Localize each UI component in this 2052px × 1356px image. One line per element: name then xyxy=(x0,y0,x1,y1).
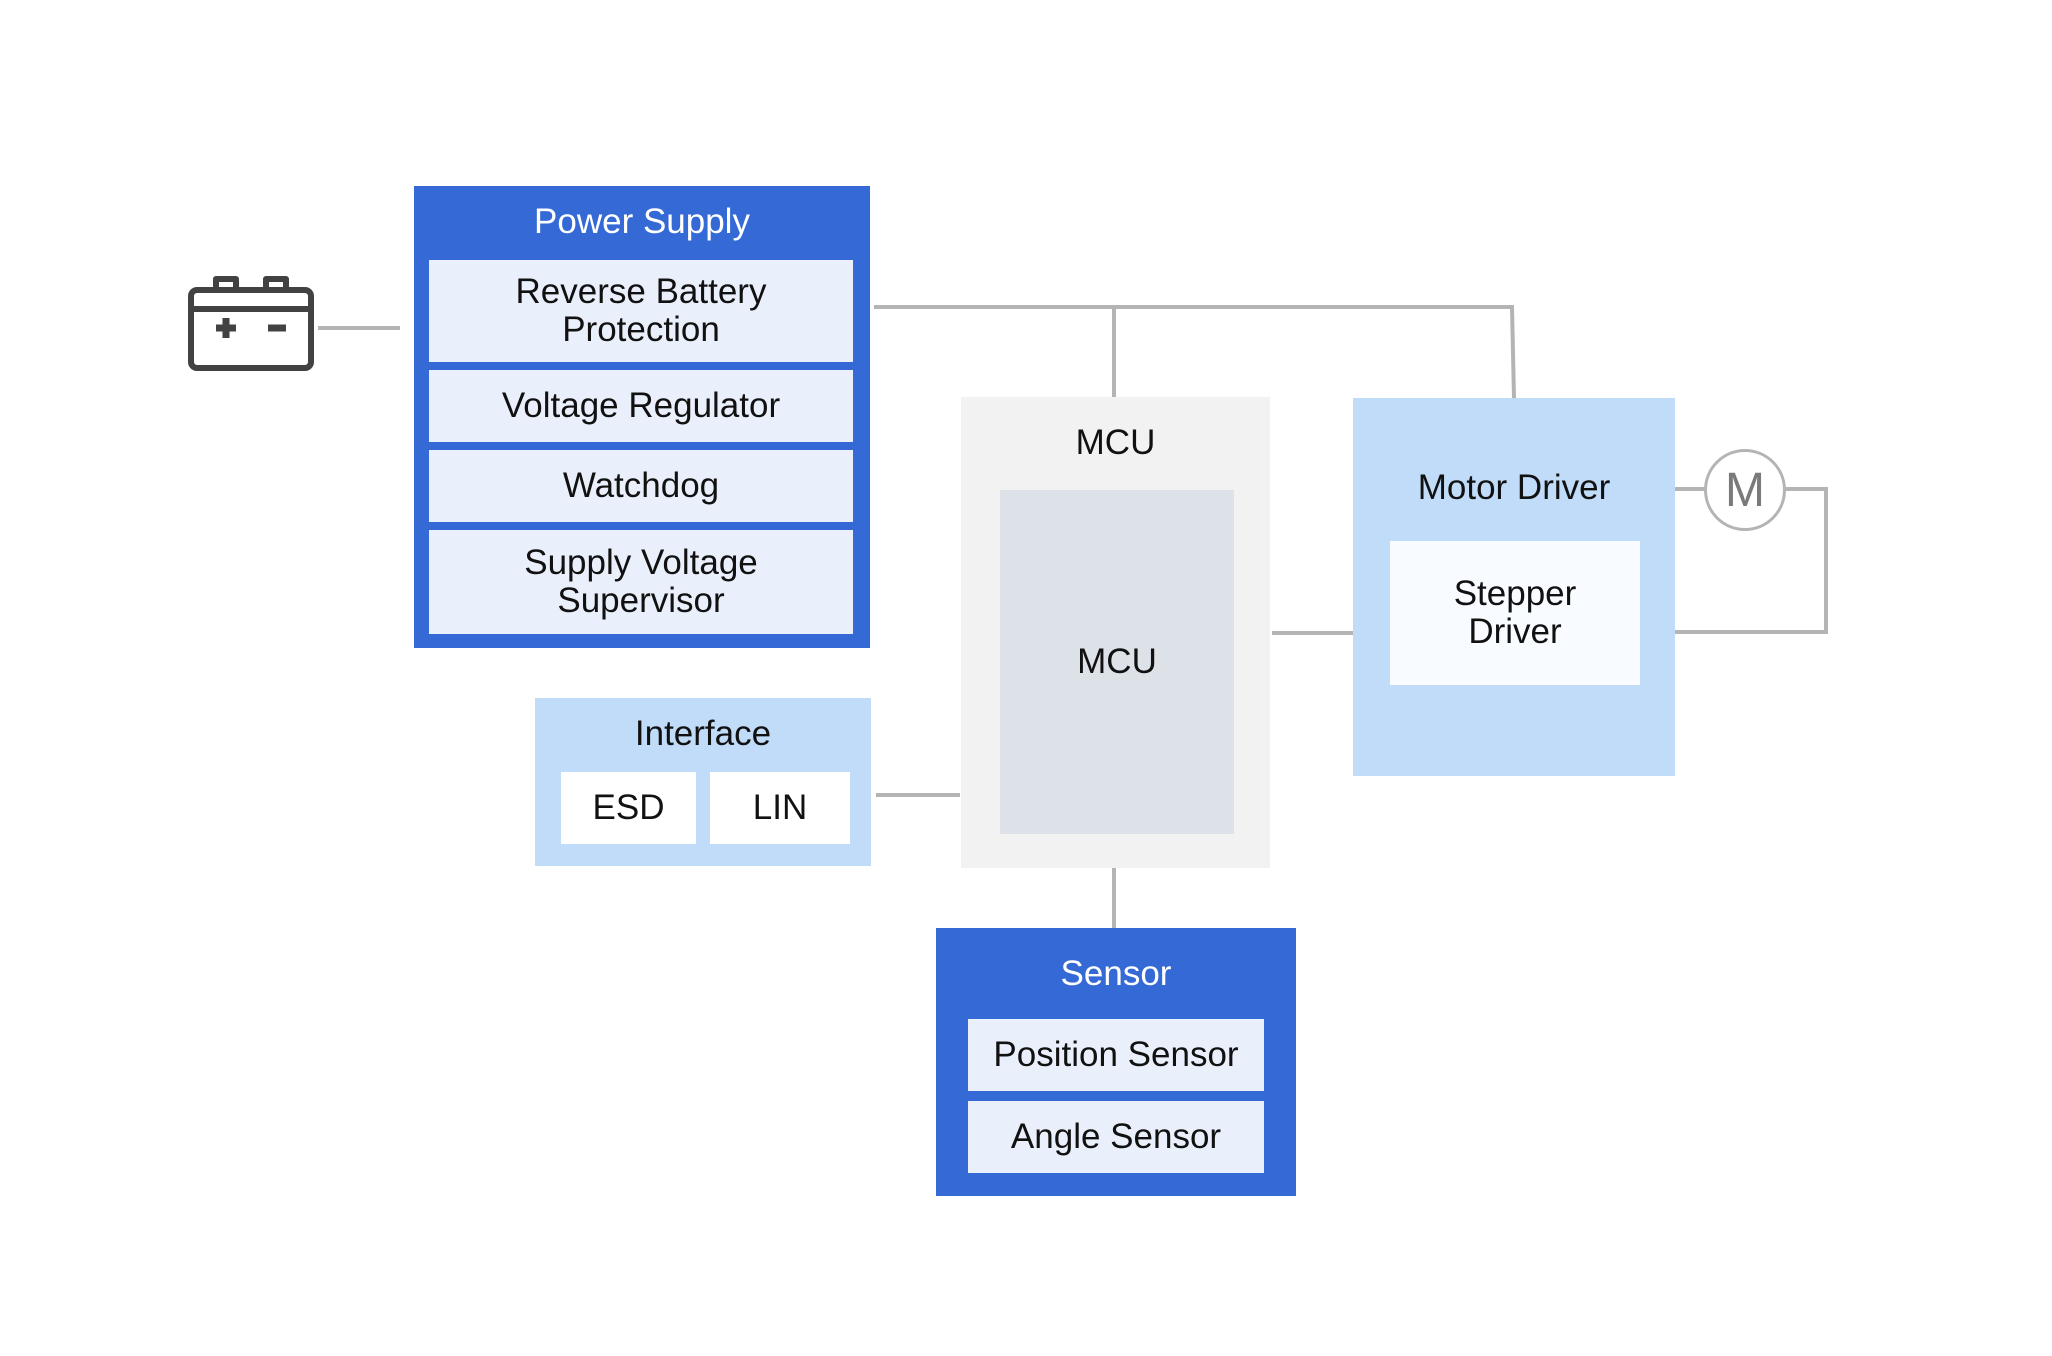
position-sensor-item: Position Sensor xyxy=(968,1019,1264,1091)
power-bus-wire xyxy=(874,305,1516,399)
esd-item: ESD xyxy=(561,772,696,844)
sensor-title: Sensor xyxy=(1060,954,1172,993)
watchdog-item: Watchdog xyxy=(429,450,853,522)
mcu-outer-label: MCU xyxy=(1075,423,1156,462)
motor-icon: M xyxy=(1704,449,1786,531)
reverse-battery-protection-item: Reverse Battery Protection xyxy=(429,260,853,362)
voltage-regulator-item: Voltage Regulator xyxy=(429,370,853,442)
motor-driver-block: Motor Driver Stepper Driver xyxy=(1353,398,1675,776)
interface-title: Interface xyxy=(634,714,772,753)
motor-label: M xyxy=(1725,463,1765,517)
lin-item: LIN xyxy=(710,772,850,844)
power-supply-block: Power Supply Reverse Battery Protection … xyxy=(414,186,870,648)
supply-voltage-supervisor-item: Supply Voltage Supervisor xyxy=(429,530,853,634)
motor-driver-title: Motor Driver xyxy=(1417,468,1611,507)
battery-icon xyxy=(188,276,314,372)
stepper-driver-item: Stepper Driver xyxy=(1390,541,1640,685)
interface-block: Interface ESD LIN xyxy=(535,698,871,866)
motor-return-wire xyxy=(1674,487,1828,634)
mcu-core: MCU xyxy=(1000,490,1234,834)
angle-sensor-item: Angle Sensor xyxy=(968,1101,1264,1173)
sensor-block: Sensor Position Sensor Angle Sensor xyxy=(936,928,1296,1196)
power-supply-title: Power Supply xyxy=(534,202,750,241)
mcu-block: MCU MCU xyxy=(961,397,1270,868)
mcu-core-label: MCU xyxy=(1077,642,1157,681)
